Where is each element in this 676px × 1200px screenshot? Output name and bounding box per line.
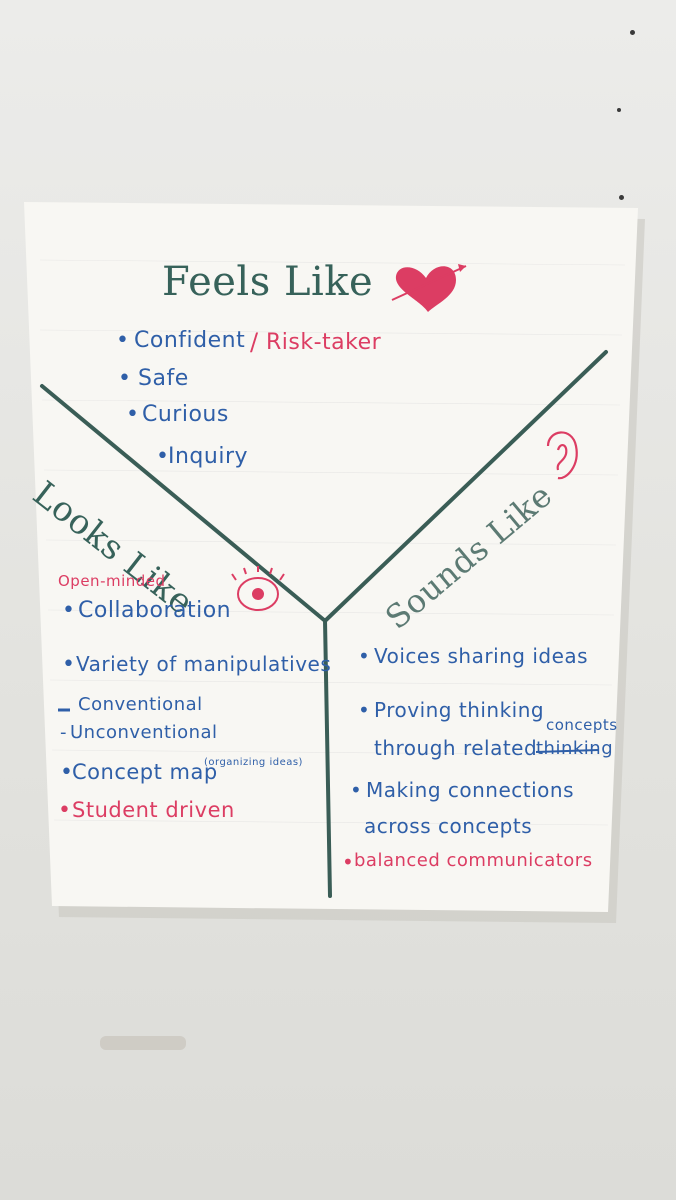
sounds-item-voices: Voices sharing ideas bbox=[374, 644, 589, 668]
strikethrough-mark bbox=[535, 749, 599, 753]
feels-item-separator: / bbox=[250, 328, 259, 356]
eye-icon bbox=[231, 566, 285, 611]
feels-like-title: Feels Like bbox=[162, 259, 374, 305]
wall-mark bbox=[619, 195, 624, 200]
looks-item-open-minded: Open-minded bbox=[58, 572, 166, 590]
feels-item-bullet: • bbox=[156, 444, 170, 469]
y-chart-right-arm bbox=[324, 350, 608, 622]
heart-icon bbox=[391, 264, 467, 312]
looks-item-conventional: Conventional bbox=[78, 694, 203, 715]
feels-item-risk-taker: Risk-taker bbox=[266, 330, 382, 355]
feels-item-curious: Curious bbox=[142, 402, 229, 427]
sounds-item-bullet: • bbox=[342, 850, 355, 874]
feels-item-safe: Safe bbox=[138, 366, 189, 391]
sounds-item-balanced: balanced communicators bbox=[354, 850, 593, 871]
looks-item-collaboration: Collaboration bbox=[78, 598, 232, 623]
feels-item-bullet: • bbox=[118, 366, 132, 391]
looks-item-student-driven: Student driven bbox=[72, 798, 235, 822]
looks-item-bullet: • bbox=[60, 760, 74, 785]
wall-scuff bbox=[100, 1036, 186, 1050]
looks-item-unconventional: Unconventional bbox=[70, 722, 218, 743]
wall-mark bbox=[617, 108, 621, 112]
sounds-item-bullet: • bbox=[358, 644, 371, 668]
looks-item-concept-map: Concept map bbox=[72, 760, 218, 784]
sounds-item-across-concepts: across concepts bbox=[364, 814, 533, 838]
sounds-item-bullet: • bbox=[358, 698, 371, 722]
sounds-item-through-related: through related bbox=[374, 736, 538, 760]
looks-item-bullet: • bbox=[58, 798, 72, 823]
feels-item-bullet: • bbox=[116, 328, 130, 353]
looks-item-bullet: • bbox=[62, 652, 76, 677]
feels-item-confident: Confident bbox=[134, 328, 246, 353]
feels-item-inquiry: Inquiry bbox=[168, 444, 249, 469]
y-chart-stem bbox=[323, 618, 332, 898]
looks-item-bullet: • bbox=[62, 598, 76, 623]
ear-icon bbox=[546, 431, 578, 480]
sounds-item-bullet: • bbox=[350, 778, 363, 802]
wall-mark bbox=[630, 30, 635, 35]
looks-item-organizing-ideas: (organizing ideas) bbox=[204, 757, 303, 768]
y-chart-left-arm bbox=[40, 384, 326, 622]
chart-paper bbox=[24, 202, 638, 912]
feels-item-bullet: • bbox=[126, 402, 140, 427]
sounds-item-concepts-insert: concepts bbox=[546, 716, 618, 734]
sounds-item-proving: Proving thinking bbox=[374, 698, 545, 722]
sounds-item-making-connections: Making connections bbox=[366, 778, 574, 802]
sounds-item-thinking-struck: thinking bbox=[536, 738, 614, 759]
looks-item-dash: - bbox=[60, 722, 67, 743]
looks-item-variety: Variety of manipulatives bbox=[76, 652, 332, 676]
